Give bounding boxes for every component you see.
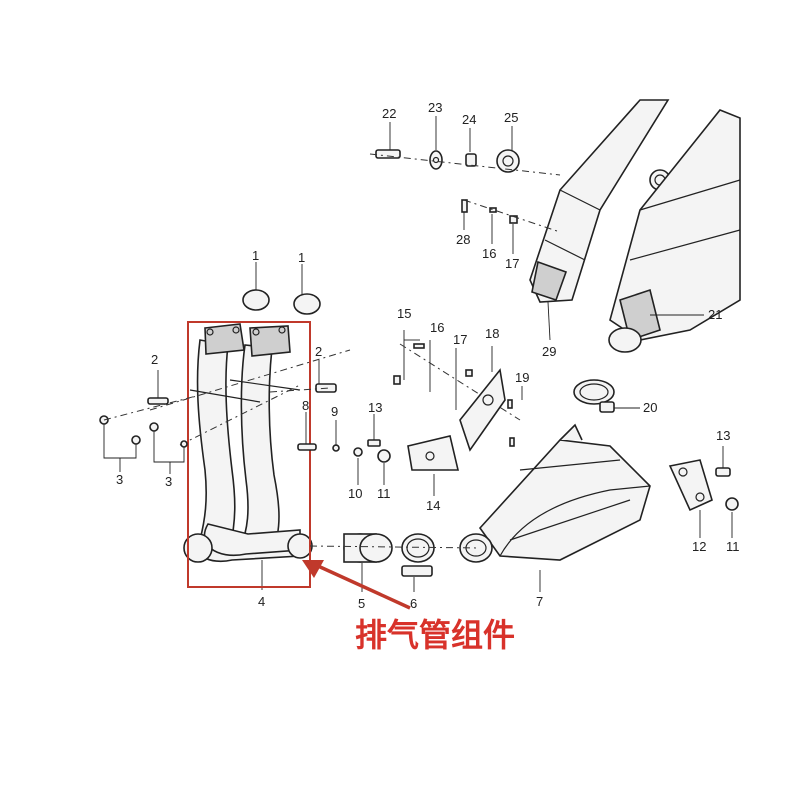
callout-3-right: 3 (165, 474, 172, 489)
callout-11-right: 11 (726, 539, 740, 554)
callout-16-lower: 16 (482, 246, 496, 261)
callout-13-right: 13 (716, 428, 730, 443)
callout-25: 25 (504, 110, 518, 125)
callout-28: 28 (456, 232, 470, 247)
exhaust-assembly-label: 排气管组件 (355, 616, 515, 654)
callout-14: 14 (426, 498, 440, 513)
callout-7: 7 (536, 594, 543, 609)
callout-12: 12 (692, 539, 706, 554)
callout-21: 21 (708, 307, 722, 322)
muffler (459, 423, 651, 592)
callout-24: 24 (462, 112, 476, 127)
callout-23: 23 (428, 100, 442, 115)
callout-3-left: 3 (116, 472, 123, 487)
side-bracket (459, 346, 506, 452)
callout-4: 4 (258, 594, 265, 609)
callout-11-left: 11 (377, 486, 391, 501)
callout-9: 9 (331, 404, 338, 419)
left-fasteners (99, 370, 201, 474)
callout-10: 10 (348, 486, 362, 501)
callout-1-right: 1 (298, 250, 305, 265)
muffler-clamp (573, 379, 640, 413)
callout-29: 29 (542, 344, 556, 359)
exhaust-assembly-highlight-box (187, 321, 311, 588)
top-hardware (369, 116, 704, 341)
rear-mounting-plate (668, 446, 739, 538)
callout-6: 6 (410, 596, 417, 611)
connector-sleeve (343, 533, 393, 592)
mounting-bracket (393, 330, 521, 496)
callout-16-upper: 16 (430, 320, 444, 335)
right-fasteners (269, 360, 391, 485)
heat-shield-cover (608, 109, 741, 353)
callout-17-upper: 17 (453, 332, 467, 347)
bolts-19 (507, 386, 523, 447)
callout-13-left: 13 (368, 400, 382, 415)
callout-20: 20 (643, 400, 657, 415)
rear-hanger-bracket (529, 99, 671, 303)
callout-2-right: 2 (315, 344, 322, 359)
exhaust-gaskets (242, 262, 321, 315)
callout-5: 5 (358, 596, 365, 611)
callout-1-left: 1 (252, 248, 259, 263)
exhaust-header-pipes (149, 323, 351, 590)
callout-22: 22 (382, 106, 396, 121)
callout-2-left: 2 (151, 352, 158, 367)
callout-19: 19 (515, 370, 529, 385)
callout-17-lower: 17 (505, 256, 519, 271)
callout-8: 8 (302, 398, 309, 413)
callout-18: 18 (485, 326, 499, 341)
connector-clamp (309, 533, 481, 592)
red-pointer-arrow (302, 560, 411, 610)
callout-15: 15 (397, 306, 411, 321)
